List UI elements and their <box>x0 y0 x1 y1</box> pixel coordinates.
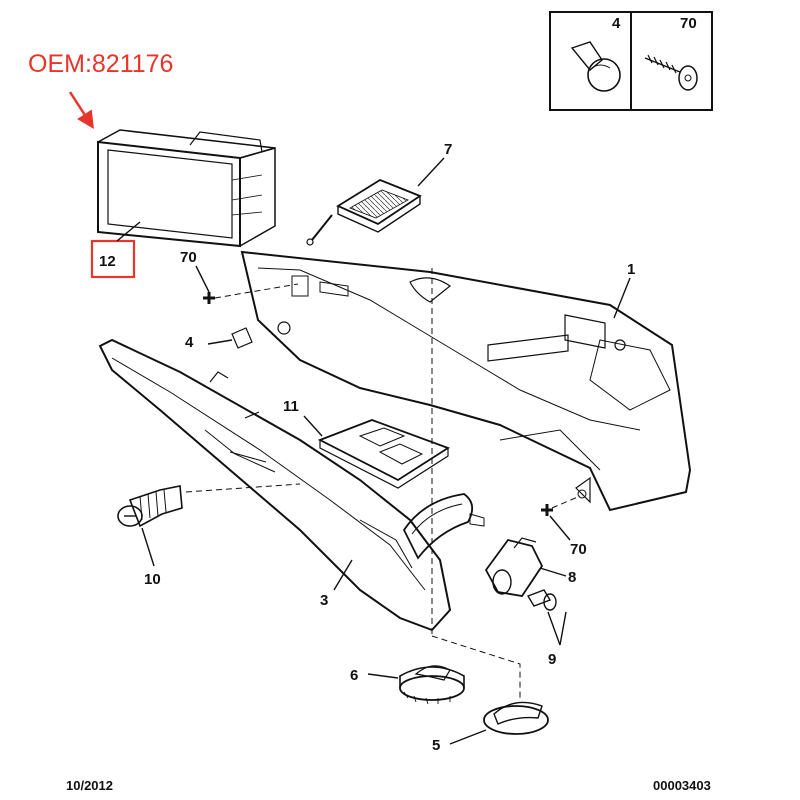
footer-date: 10/2012 <box>66 778 113 793</box>
part-10-lock-cylinder <box>117 485 183 528</box>
part-12-storage-tray <box>97 129 276 248</box>
legend-label-4: 4 <box>612 15 621 32</box>
callout-12: 12 <box>99 253 116 270</box>
screw-marker-70-left <box>203 292 215 304</box>
part-8-hinge <box>484 537 544 597</box>
callout-1: 1 <box>627 261 635 278</box>
part-6-knob <box>399 665 465 705</box>
footer-code: 00003403 <box>653 778 711 793</box>
screw-icon <box>644 54 698 91</box>
part-4-grommet <box>231 327 253 349</box>
latch-handle <box>402 493 485 560</box>
legend-label-70: 70 <box>680 15 697 32</box>
part-1-glovebox-housing <box>240 250 692 512</box>
callout-7: 7 <box>444 141 452 158</box>
oem-arrow <box>68 91 94 129</box>
callout-70-bottom: 70 <box>570 541 587 558</box>
alignment-lines <box>185 268 581 700</box>
callout-8: 8 <box>568 569 576 586</box>
part-9-pin <box>526 589 557 611</box>
legend-box: 4 70 <box>549 11 713 111</box>
callout-3: 3 <box>320 592 328 609</box>
highlight-box-12 <box>90 239 136 279</box>
screw-marker-70-right <box>541 504 553 516</box>
part-7-lamp <box>306 178 422 246</box>
callout-70-top: 70 <box>180 249 197 266</box>
callout-9: 9 <box>548 651 556 668</box>
callout-6: 6 <box>350 667 358 684</box>
part-3-glovebox-lid <box>98 338 452 632</box>
callout-11: 11 <box>283 398 299 415</box>
part-11-plate <box>317 419 451 489</box>
callout-4: 4 <box>185 334 194 351</box>
grommet-icon <box>570 41 621 92</box>
callout-5: 5 <box>432 737 440 754</box>
callout-10: 10 <box>144 571 161 588</box>
part-5-knob <box>483 701 549 735</box>
oem-label: OEM:821176 <box>28 50 174 78</box>
